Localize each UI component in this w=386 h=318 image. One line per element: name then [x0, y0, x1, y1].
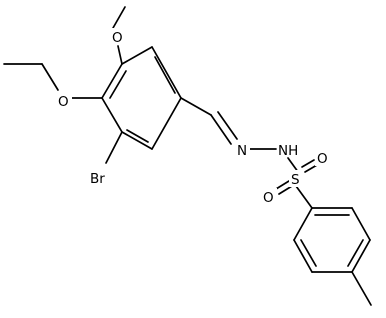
bromine-label: Br: [90, 171, 105, 187]
ring1-double-inner-1: [154, 56, 176, 94]
bromine-ring-bond: [105, 131, 123, 164]
bromo-group: Br: [89, 131, 123, 187]
ring2-bond-top-left: [293, 207, 313, 241]
ring-ch-bond: [180, 97, 212, 116]
ring1-bond-top: [121, 46, 153, 65]
ring2-bond-bottom-right: [351, 239, 371, 273]
ring2-bond-top-right: [351, 207, 371, 241]
s-ring-bond: [295, 185, 313, 209]
ch-n-double-bond-inner: [217, 111, 238, 140]
methoxy-o-methyl-bond: [112, 6, 126, 29]
ring1-bond-top-right: [151, 46, 182, 99]
ring1-bond-bottom: [121, 131, 153, 150]
s-o-left-double-1: [275, 180, 290, 190]
ring1-bond-left-upper: [101, 63, 123, 99]
methyl-group: [351, 271, 372, 306]
lower-benzene-ring: [293, 207, 371, 273]
s-o-top-double-1: [301, 159, 315, 168]
ring1-bond-left-lower: [101, 97, 123, 133]
methoxy-group: O: [109, 6, 127, 65]
ethoxy-o-ch2-bond: [41, 63, 59, 91]
ring2-double-inner-3: [300, 239, 317, 267]
sulfur-label: S: [291, 172, 300, 188]
ring2-double-inner-2: [347, 239, 364, 267]
sulfonyl-group: S O O: [261, 149, 331, 209]
s-o-left-double-2: [278, 185, 293, 195]
ring1-bond-right: [151, 97, 182, 150]
ethoxy-group: O: [3, 63, 103, 110]
ethoxy-oxygen-label: O: [58, 94, 69, 110]
sulfonyl-oxygen-top-label: O: [317, 151, 328, 167]
methoxy-oxygen-label: O: [112, 30, 123, 46]
upper-benzene-ring: [101, 46, 182, 150]
methoxy-o-ring-bond: [117, 45, 123, 65]
sulfonyl-oxygen-left-label: O: [263, 190, 274, 206]
methyl-bond: [351, 271, 372, 306]
imine-nitrogen-label: N: [237, 143, 247, 159]
ring2-bond-bottom-left: [293, 239, 313, 273]
ring1-double-inner-2: [126, 129, 149, 143]
s-o-top-double-2: [304, 164, 318, 173]
ch-n-double-bond-outer: [210, 114, 232, 145]
hydrazone-linker: N NH: [180, 97, 303, 159]
nh-label: NH: [278, 143, 298, 159]
ring1-double-inner-3: [109, 70, 127, 99]
